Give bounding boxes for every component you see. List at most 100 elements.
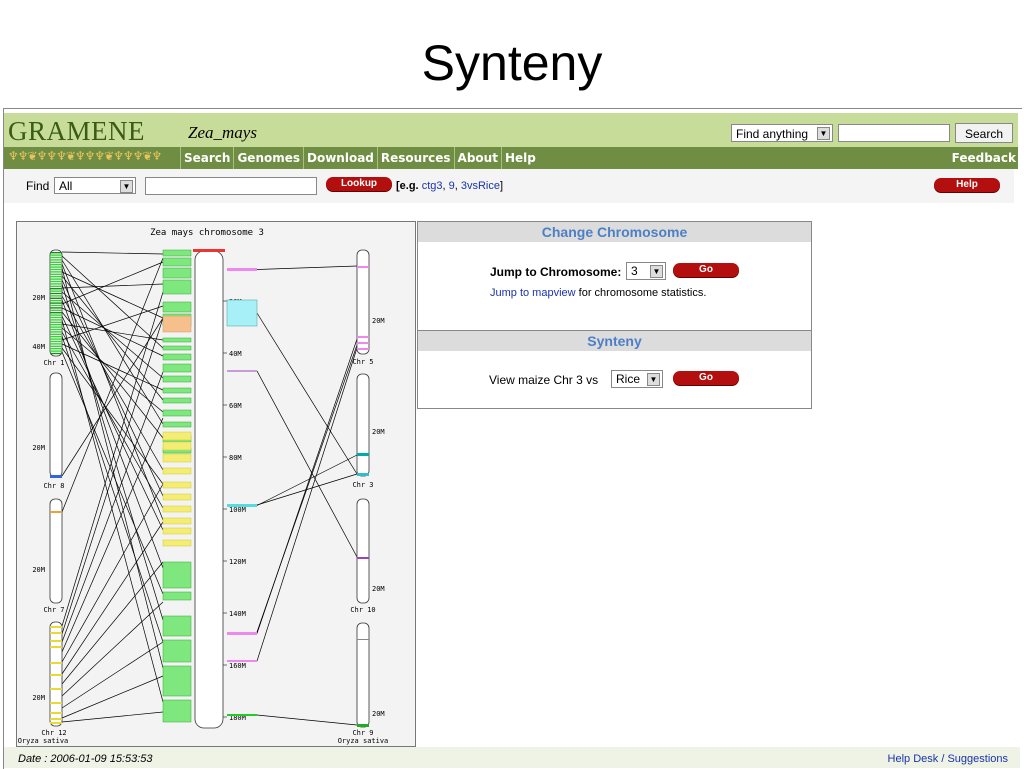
synteny-go-button[interactable]: Go: [673, 371, 739, 385]
change-chromosome-title: Change Chromosome: [418, 222, 811, 242]
maize-chr3-bar[interactable]: [194, 250, 224, 729]
mapview-suffix: for chromosome statistics.: [575, 287, 707, 299]
example-link-9[interactable]: 9: [448, 180, 455, 192]
chr5-bar[interactable]: [356, 249, 370, 355]
synteny-link: [61, 521, 164, 675]
maize-block-yellow: [162, 539, 192, 547]
chr1-band: [50, 297, 62, 299]
lookup-button[interactable]: Lookup: [326, 177, 392, 191]
synteny-link: [256, 347, 358, 662]
chr1-band: [50, 259, 62, 261]
find-anything-select[interactable]: Find anything ▼: [731, 124, 833, 142]
maize-tick-label: 180M: [229, 714, 246, 722]
synteny-feature: [227, 268, 257, 271]
chr1-band: [50, 338, 62, 340]
synteny-link: [256, 344, 358, 633]
search-button[interactable]: Search: [955, 123, 1013, 143]
chr8-bar[interactable]: [49, 372, 63, 478]
nav-item-search[interactable]: Search: [180, 147, 233, 169]
synteny-feature: [227, 632, 257, 635]
synteny-link: [61, 311, 164, 439]
nav-item-about[interactable]: About: [453, 147, 501, 169]
maize-block-green: [162, 301, 192, 313]
maize-block-green: [162, 345, 192, 351]
maize-tick-label: 100M: [229, 506, 246, 514]
gramene-logo[interactable]: GRAMENE: [8, 116, 145, 146]
find-type-value: All: [59, 179, 73, 193]
plot-title: Zea mays chromosome 3: [150, 228, 264, 238]
jump-go-button[interactable]: Go: [673, 263, 739, 277]
synteny-link: [61, 271, 164, 319]
example-link-3vsrice[interactable]: 3vsRice: [460, 180, 500, 192]
maize-block-green: [162, 279, 192, 295]
synteny-link: [61, 257, 164, 513]
example-link-ctg3[interactable]: ctg3: [421, 180, 443, 192]
dropdown-arrow-icon[interactable]: ▼: [647, 373, 660, 386]
chr1-band: [50, 292, 62, 295]
synteny-link: [61, 317, 164, 477]
nav-item-download[interactable]: Download: [303, 147, 377, 169]
chr1-band: [50, 290, 62, 292]
maize-block-green: [162, 615, 192, 637]
nav-menu: Search Genomes Download Resources About …: [180, 147, 539, 169]
chromosome-select[interactable]: 3 ▼: [626, 262, 666, 280]
maize-tick-label: 140M: [229, 610, 246, 618]
chr8-label: Chr 8: [43, 482, 64, 490]
chr5-band: [357, 342, 369, 344]
chr1-band: [50, 333, 62, 335]
synteny-link: [61, 299, 164, 569]
chr3-label: Chr 3: [352, 481, 373, 489]
dropdown-arrow-icon[interactable]: ▼: [650, 265, 663, 278]
maize-block-yellow: [162, 493, 192, 501]
maize-chr3-ticks: 20M40M60M80M100M120M140M160M180M: [223, 298, 246, 722]
synteny-link: [61, 317, 164, 635]
find-input[interactable]: [145, 177, 317, 195]
find-type-select[interactable]: All ▼: [54, 177, 136, 194]
chr12-tick: 20M: [32, 694, 45, 702]
synteny-link: [256, 454, 358, 506]
left-species-label: Oryza sativa: [18, 737, 69, 745]
maize-block-yellow: [162, 481, 192, 489]
maize-block-orange: [162, 315, 192, 333]
species-select[interactable]: Rice ▼: [611, 370, 663, 388]
search-input[interactable]: [838, 124, 950, 142]
nav-item-resources[interactable]: Resources: [376, 147, 454, 169]
help-button[interactable]: Help: [934, 178, 1000, 192]
maize-block-yellow: [162, 467, 192, 475]
chr1-band: [50, 314, 62, 316]
chr7-bar[interactable]: [49, 498, 63, 604]
helpdesk-link[interactable]: Help Desk / Suggestions: [887, 753, 1008, 765]
nav-item-genomes[interactable]: Genomes: [233, 147, 303, 169]
mapview-hint: Jump to mapview for chromosome statistic…: [490, 287, 706, 299]
maize-block-yellow: [162, 527, 192, 535]
species-select-value: Rice: [616, 372, 641, 386]
chr10-label: Chr 10: [350, 606, 375, 614]
synteny-link: [61, 417, 164, 653]
feedback-link[interactable]: Feedback: [951, 151, 1016, 165]
synteny-link: [61, 675, 164, 719]
dropdown-arrow-icon[interactable]: ▼: [120, 180, 133, 193]
chr10-bar[interactable]: [356, 498, 370, 604]
chr5-tick: 20M: [372, 317, 385, 325]
synteny-link: [61, 305, 164, 341]
synteny-link: [61, 291, 164, 379]
find-anything-value: Find anything: [736, 127, 809, 141]
chr1-band: [50, 326, 62, 328]
chr3-band: [357, 453, 369, 456]
maize-chr3-centromere: [193, 249, 225, 252]
chr1-band: [50, 350, 62, 352]
chr1-band: [50, 288, 62, 290]
chr12-band: [50, 674, 62, 676]
nav-item-help[interactable]: Help: [500, 147, 539, 169]
chr1-tick: 20M: [32, 294, 45, 302]
chr9-bar[interactable]: [356, 622, 370, 728]
footer-date: Date : 2006-01-09 15:53:53: [18, 753, 153, 765]
mapview-link[interactable]: Jump to mapview: [490, 287, 576, 299]
chr1-band: [50, 319, 62, 321]
chr3-bar[interactable]: [356, 373, 370, 477]
chr1-band: [50, 271, 62, 273]
synteny-link: [61, 315, 164, 531]
synteny-link: [256, 265, 358, 270]
chr1-label: Chr 1: [43, 359, 64, 367]
dropdown-arrow-icon[interactable]: ▼: [817, 127, 830, 140]
